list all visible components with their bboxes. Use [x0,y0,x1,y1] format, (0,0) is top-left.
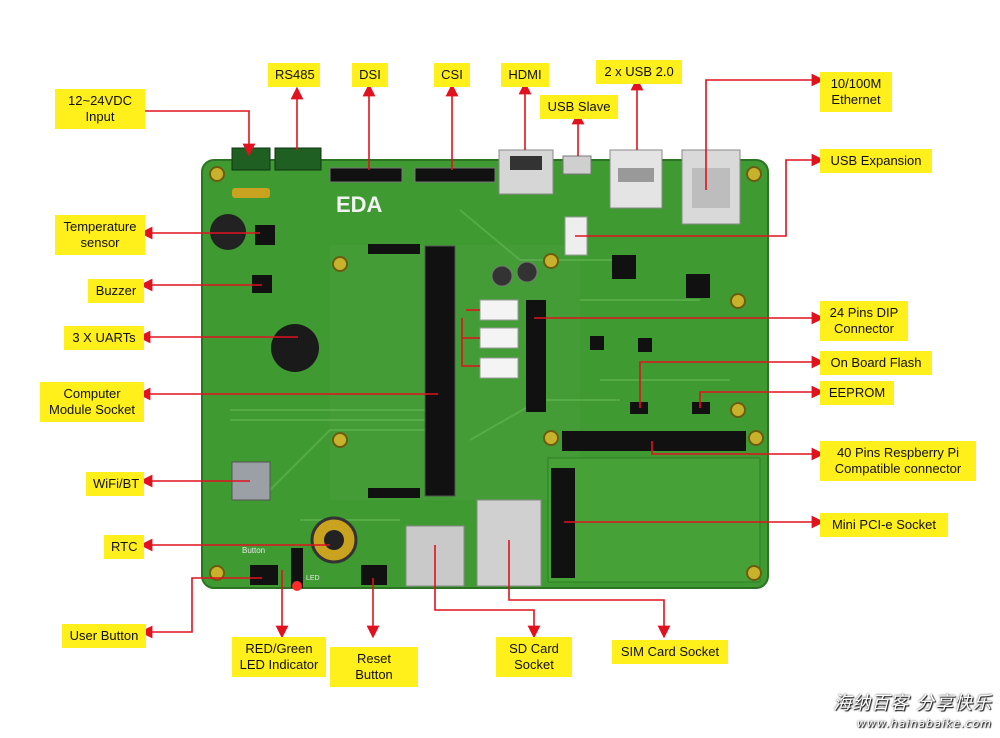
pcb-traces [230,209,730,521]
user-button-part [250,565,278,585]
buzzer-part [252,275,272,293]
leader-lines [137,73,825,639]
power-terminal [231,147,271,171]
rs485-terminal [274,147,322,171]
label-hdmi: HDMI [501,63,549,87]
small-ic-1 [590,336,604,350]
button-silk: Button [242,546,265,555]
label-temp-sensor: Temperature sensor [55,215,145,255]
label-ethernet: 10/100M Ethernet [820,72,892,112]
label-onboard-flash: On Board Flash [820,351,932,375]
label-rpi40: 40 Pins Respberry Pi Compatible connecto… [820,441,976,481]
label-uarts: 3 X UARTs [64,326,144,350]
label-usb-slave: USB Slave [540,95,618,119]
csi-connector [414,167,496,183]
flash-chip [630,402,648,414]
usb-hub-ic [612,255,636,279]
label-usb20: 2 x USB 2.0 [596,60,682,84]
compute-module-socket [424,245,456,497]
minipcie-socket [551,468,575,578]
hdmi-opening [510,156,542,170]
uart-header-3 [479,357,519,379]
ethernet-ic [686,274,710,298]
label-dsi: DSI [352,63,388,87]
label-wifi-bt: WiFi/BT [86,472,144,496]
usb20-opening [618,168,654,182]
label-cm-socket: Computer Module Socket [40,382,144,422]
capacitor-2 [516,261,538,283]
label-rtc: RTC [104,535,144,559]
reset-button-part [361,565,387,585]
small-ic-2 [638,338,652,352]
label-user-button: User Button [62,624,146,648]
label-sim-card: SIM Card Socket [612,640,728,664]
usb-slave-port [562,155,592,175]
temperature-sensor-part [210,214,246,250]
eeprom-chip [692,402,710,414]
mounting-holes [209,166,764,581]
dsi-connector [329,167,403,183]
cm-socket-clip-bottom [368,488,420,498]
watermark-title: 海纳百客 分享快乐 [833,693,992,714]
board-logo: EDA [336,192,383,217]
sensor-ic [255,225,275,245]
label-csi: CSI [434,63,470,87]
uart-buzzer-disc [271,324,319,372]
rtc-battery-center [324,530,344,550]
label-minipcie: Mini PCI-e Socket [820,513,948,537]
label-rs485: RS485 [268,63,320,87]
label-reset-button: Reset Button [330,647,418,687]
label-usb-expansion: USB Expansion [820,149,932,173]
pcie-daughter-area [547,457,761,583]
label-dip24: 24 Pins DIP Connector [820,301,908,341]
ethernet-opening [692,168,730,208]
watermark-url: www.hainabaike.com [856,717,992,730]
dip24-connector [526,300,546,412]
uart-header-1 [479,299,519,321]
label-sd-card: SD Card Socket [496,637,572,677]
rpi40-header [562,431,746,451]
label-buzzer: Buzzer [88,279,144,303]
oscillator [232,188,270,198]
led-silk: LED [306,575,320,582]
capacitor-1 [491,265,513,287]
cm-socket-clip-top [368,244,420,254]
led-part [291,548,303,588]
uart-header-2 [479,327,519,349]
label-led-indicator: RED/Green LED Indicator [232,637,326,677]
label-input-power: 12~24VDC Input [55,89,145,129]
led-glow [292,581,302,591]
label-eeprom: EEPROM [820,381,894,405]
